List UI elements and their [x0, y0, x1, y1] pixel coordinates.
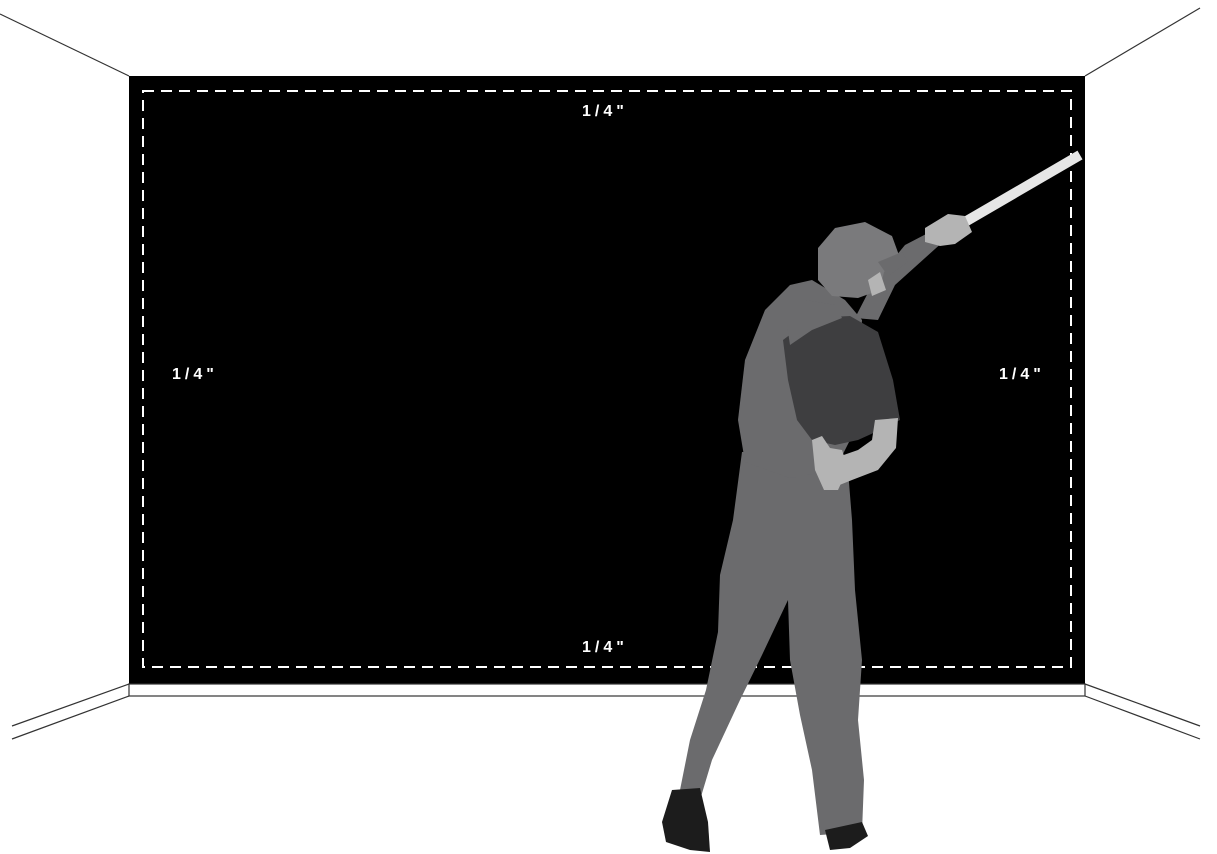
painter-left-boot — [662, 788, 710, 852]
room-edges — [0, 7, 1201, 740]
painter-cap-brim — [878, 252, 908, 276]
baseboard — [128, 683, 1086, 697]
painter-ear — [868, 272, 886, 296]
painter-lower-hand — [812, 436, 848, 490]
painter-figure — [662, 150, 1083, 852]
painter-raised-arm — [855, 232, 945, 320]
margin-guide-dashed-line — [142, 90, 1072, 668]
painter-right-boot — [825, 822, 868, 850]
painter-raised-hand — [925, 214, 972, 246]
painter-overall-strap — [787, 300, 842, 345]
painter-legs — [680, 450, 864, 835]
roller-pole — [955, 150, 1083, 231]
margin-label-left: 1/4" — [172, 366, 218, 383]
wall-panel — [129, 76, 1085, 684]
margin-label-bottom: 1/4" — [582, 639, 628, 656]
painter-shirt — [783, 316, 900, 445]
margin-label-top: 1/4" — [582, 103, 628, 120]
margin-label-right: 1/4" — [999, 366, 1045, 383]
